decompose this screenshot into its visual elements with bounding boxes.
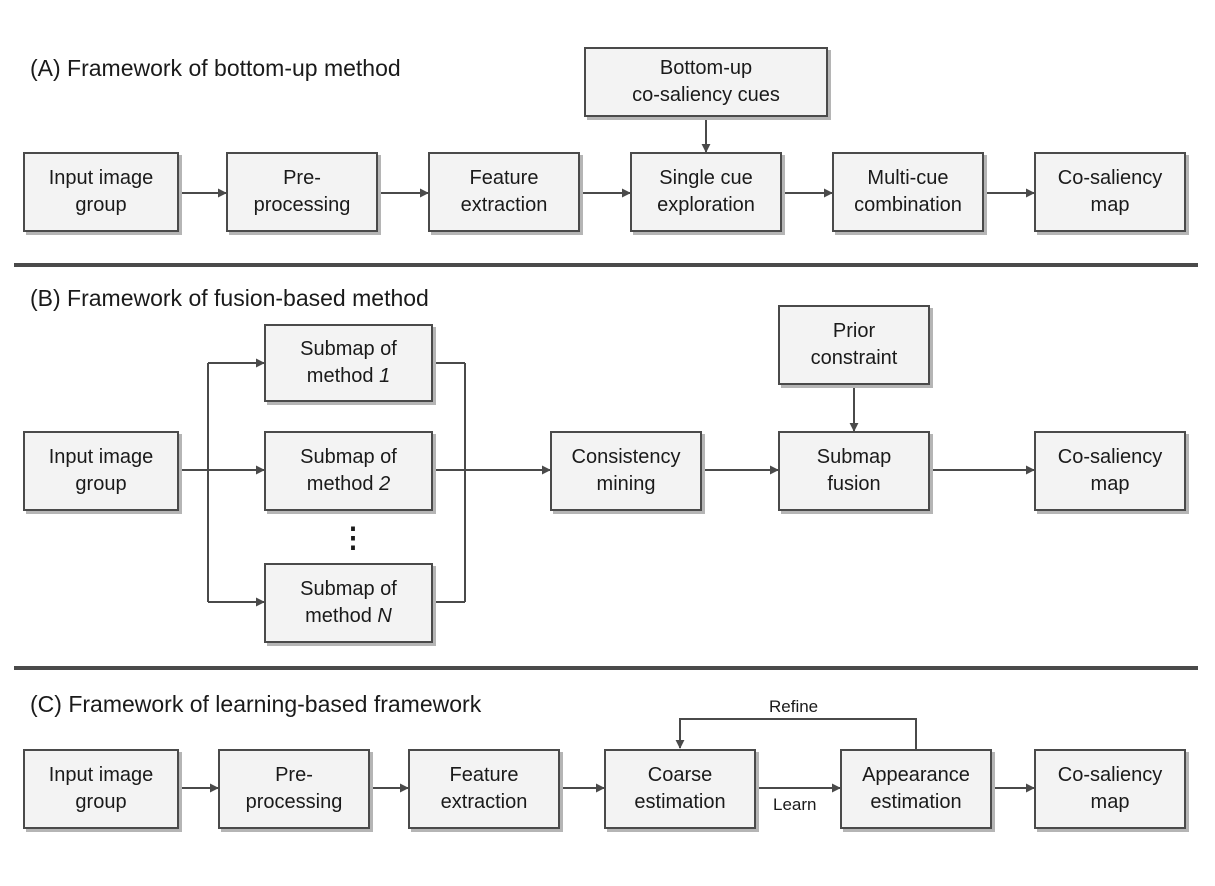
b-prior-line-1: Prior	[832, 320, 876, 342]
b-output-line-1: Co-saliency	[1057, 446, 1163, 468]
b-submap-n-method-word: method	[305, 605, 372, 627]
c-preprocessing-line-1: Pre-	[275, 764, 313, 786]
b-fusion-line-1: Submap	[816, 446, 892, 468]
divider-a-b	[14, 263, 1198, 267]
b-submap-2-line-2: method 2	[307, 471, 390, 498]
c-coarse-line-2: estimation	[634, 791, 726, 813]
b-submap-2-method-word: method	[306, 473, 374, 495]
a-multi-cue-line-1: Multi-cue	[867, 167, 949, 189]
a-feature-line-1: Feature	[469, 167, 539, 189]
a-feature-extraction-box: Feature extraction	[428, 152, 580, 232]
b-submap-n-index: N	[377, 605, 392, 627]
a-single-cue-line-1: Single cue	[659, 167, 753, 189]
c-refine-label: Refine	[769, 697, 819, 716]
divider-b-c	[14, 666, 1198, 670]
b-input-image-group-box: Input image group	[23, 431, 179, 511]
a-preprocessing-line-1: Pre-	[283, 167, 321, 189]
c-co-saliency-map-box: Co-saliency map	[1034, 749, 1186, 829]
b-submap-method-2-box: Submap of method 2	[264, 431, 433, 511]
b-output-line-2: map	[1090, 473, 1130, 495]
c-input-image-group-box: Input image group	[23, 749, 179, 829]
b-submap-method-n-box: Submap of method N	[264, 563, 433, 643]
c-input-line-2: group	[75, 791, 127, 813]
b-submap-1-method-word: method	[306, 365, 374, 387]
b-submap-2-index: 2	[379, 473, 391, 495]
c-output-line-1: Co-saliency	[1057, 764, 1163, 786]
a-cues-line-2: co-saliency cues	[632, 84, 780, 106]
c-output-line-2: map	[1090, 791, 1130, 813]
c-learn-label: Learn	[773, 795, 817, 814]
b-submap-method-1-box: Submap of method 1	[264, 324, 433, 402]
c-coarse-estimation-box: Coarse estimation	[604, 749, 756, 829]
b-submap-n-line-2: method N	[305, 603, 392, 630]
b-submap-1-line-2: method 1	[307, 363, 390, 390]
a-output-line-1: Co-saliency	[1057, 167, 1163, 189]
b-submap-1-index: 1	[379, 365, 391, 387]
c-appearance-line-1: Appearance	[862, 764, 970, 786]
a-preprocessing-line-2: processing	[253, 194, 351, 216]
b-co-saliency-map-box: Co-saliency map	[1034, 431, 1186, 511]
b-consistency-line-1: Consistency	[571, 446, 681, 468]
a-feature-line-2: extraction	[460, 194, 548, 216]
a-input-line-1: Input image	[48, 167, 154, 189]
c-feature-line-1: Feature	[449, 764, 519, 786]
b-ellipsis: ⋮	[339, 522, 367, 553]
section-b-title: (B) Framework of fusion-based method	[30, 285, 429, 311]
c-feature-extraction-box: Feature extraction	[408, 749, 560, 829]
a-single-cue-box: Single cue exploration	[630, 152, 782, 232]
a-multi-cue-line-2: combination	[854, 194, 962, 216]
a-output-line-2: map	[1090, 194, 1130, 216]
a-input-image-group-box: Input image group	[23, 152, 179, 232]
b-submap-n-line-1: Submap of	[300, 578, 397, 600]
c-feature-line-2: extraction	[440, 791, 528, 813]
b-submap-fusion-box: Submap fusion	[778, 431, 930, 511]
b-input-line-2: group	[75, 473, 127, 495]
b-fusion-line-2: fusion	[827, 473, 881, 495]
a-cues-line-1: Bottom-up	[659, 57, 753, 79]
b-prior-line-2: constraint	[810, 347, 898, 369]
b-consistency-line-2: mining	[596, 473, 656, 495]
c-appearance-estimation-box: Appearance estimation	[840, 749, 992, 829]
b-consistency-mining-box: Consistency mining	[550, 431, 702, 511]
section-a-title: (A) Framework of bottom-up method	[30, 55, 401, 81]
c-coarse-line-1: Coarse	[647, 764, 713, 786]
b-submap-2-line-1: Submap of	[300, 446, 397, 468]
a-bottom-up-cues-box: Bottom-up co-saliency cues	[584, 47, 828, 117]
a-preprocessing-box: Pre- processing	[226, 152, 378, 232]
section-c-title: (C) Framework of learning-based framewor…	[30, 691, 482, 717]
c-input-line-1: Input image	[48, 764, 154, 786]
b-submap-1-line-1: Submap of	[300, 338, 397, 360]
a-single-cue-line-2: exploration	[657, 194, 755, 216]
a-multi-cue-box: Multi-cue combination	[832, 152, 984, 232]
c-appearance-line-2: estimation	[870, 791, 962, 813]
arrow-c-refine-loop	[675, 718, 917, 749]
a-co-saliency-map-box: Co-saliency map	[1034, 152, 1186, 232]
a-input-line-2: group	[75, 194, 127, 216]
b-prior-constraint-box: Prior constraint	[778, 305, 930, 385]
c-preprocessing-line-2: processing	[245, 791, 343, 813]
c-preprocessing-box: Pre- processing	[218, 749, 370, 829]
b-input-line-1: Input image	[48, 446, 154, 468]
